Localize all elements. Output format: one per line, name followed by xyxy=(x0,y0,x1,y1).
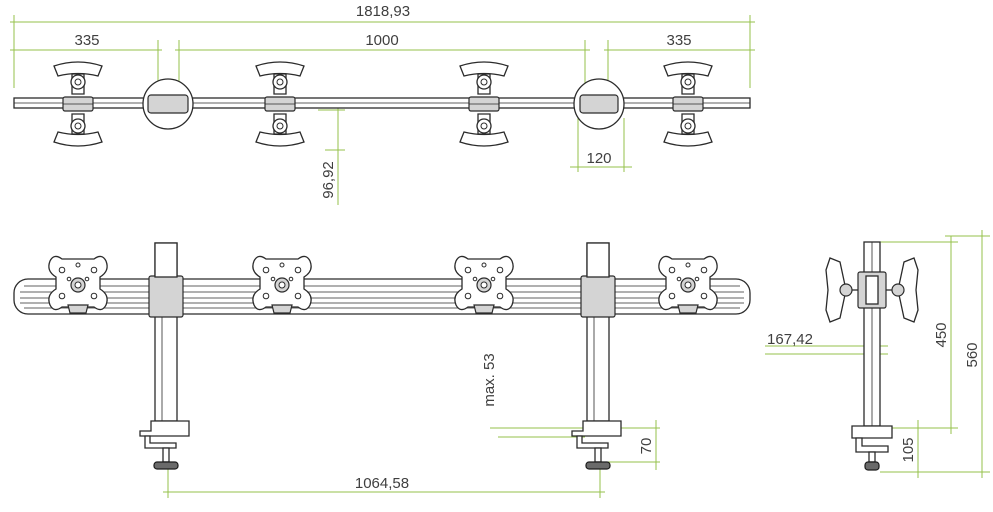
dim-max-desk: max. 53 xyxy=(481,353,498,406)
dim-arm-right: 335 xyxy=(666,32,691,49)
dim-height-560: 560 xyxy=(964,342,981,367)
dim-clamp-height: 70 xyxy=(638,438,655,455)
dim-center-span: 1000 xyxy=(365,32,398,49)
top-post-left xyxy=(142,78,194,130)
vesa-plate-3 xyxy=(454,255,514,314)
front-bar xyxy=(13,278,751,315)
vesa-plate-2 xyxy=(252,255,312,314)
top-view: 1818,93 335 1000 335 120 96,92 xyxy=(10,3,755,205)
dim-base-105: 105 xyxy=(900,437,917,462)
front-dimension-lines xyxy=(163,420,660,498)
dim-arm-left: 335 xyxy=(74,32,99,49)
dim-side-offset: 167,42 xyxy=(767,331,813,348)
dim-top-depth: 96,92 xyxy=(320,161,337,199)
vesa-plate-1 xyxy=(48,255,108,314)
front-view: 1064,58 max. 53 70 xyxy=(13,242,751,498)
dim-clamp-diameter: 120 xyxy=(586,150,611,167)
dim-height-450: 450 xyxy=(933,322,950,347)
dim-overall-width: 1818,93 xyxy=(356,3,410,20)
top-post-right xyxy=(573,78,625,130)
side-post xyxy=(825,241,919,471)
side-view: 167,42 450 560 105 xyxy=(765,230,990,478)
dim-post-spacing: 1064,58 xyxy=(355,475,409,492)
vesa-plate-4 xyxy=(658,255,718,314)
top-dimension-lines xyxy=(10,15,755,205)
